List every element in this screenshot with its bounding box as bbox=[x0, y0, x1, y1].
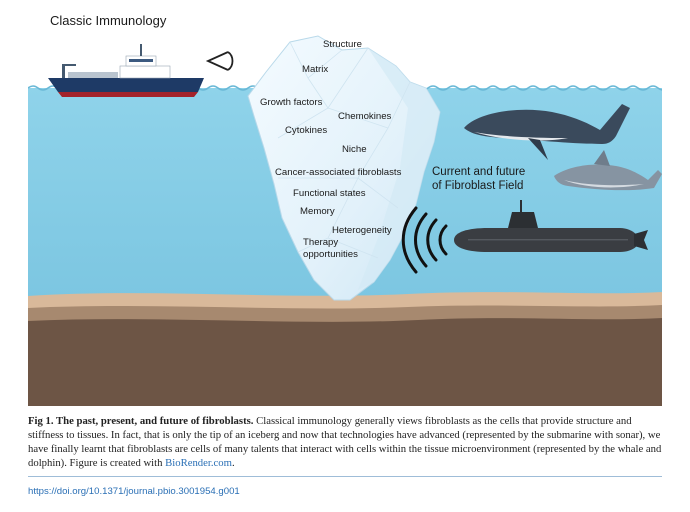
bedrock-layer bbox=[28, 318, 662, 406]
dolphin bbox=[554, 150, 662, 191]
sonar-waves bbox=[401, 206, 448, 274]
label-growth-factors: Growth factors bbox=[260, 97, 323, 108]
label-cafs: Cancer-associated fibroblasts bbox=[275, 167, 402, 178]
label-heterogeneity: Heterogeneity bbox=[332, 225, 392, 236]
ship-crane-arm bbox=[62, 64, 76, 66]
doi-link[interactable]: https://doi.org/10.1371/journal.pbio.300… bbox=[28, 486, 240, 497]
field-label-line1: Current and future bbox=[432, 166, 526, 178]
caption-end: . bbox=[231, 457, 235, 469]
submarine-tail bbox=[634, 230, 648, 250]
label-therapy: Therapy bbox=[303, 237, 339, 248]
submarine bbox=[454, 200, 648, 252]
whale bbox=[464, 104, 630, 160]
illustration bbox=[28, 35, 662, 406]
label-memory: Memory bbox=[300, 206, 335, 217]
field-label-line2: of Fibroblast Field bbox=[432, 180, 524, 192]
figure-caption: Fig 1. The past, present, and future of … bbox=[28, 414, 662, 470]
biorender-link[interactable]: BioRender.com bbox=[165, 457, 232, 469]
submarine-stripe bbox=[468, 239, 628, 241]
figure-title: Classic Immunology bbox=[50, 13, 167, 28]
ship-deck bbox=[119, 65, 171, 79]
whale-body bbox=[464, 104, 630, 144]
ship-mast bbox=[140, 44, 142, 56]
label-chemokines: Chemokines bbox=[338, 111, 392, 122]
label-functional-states: Functional states bbox=[293, 188, 366, 199]
label-structure: Structure bbox=[323, 39, 362, 50]
dolphin-fin bbox=[594, 150, 610, 166]
ship-hull bbox=[48, 78, 204, 92]
iceberg-shading bbox=[358, 48, 440, 290]
dolphin-belly bbox=[564, 180, 644, 188]
ship-hull-bottom bbox=[58, 92, 198, 97]
ship-aft-deck bbox=[68, 72, 118, 78]
caption-text: Classical immunology generally views fib… bbox=[28, 415, 662, 469]
label-niche: Niche bbox=[342, 144, 367, 155]
label-cytokines: Cytokines bbox=[285, 125, 328, 136]
divider bbox=[28, 476, 662, 477]
eye-icon bbox=[205, 51, 234, 71]
label-matrix: Matrix bbox=[302, 64, 329, 75]
whale-belly bbox=[474, 132, 568, 141]
ship bbox=[48, 44, 204, 97]
submarine-sail bbox=[508, 212, 538, 228]
iceberg-facets bbox=[277, 41, 411, 259]
ship-crane bbox=[62, 64, 65, 78]
ship-windows bbox=[129, 59, 153, 62]
figure-panel: Classic Immunology Structure Matrix Grow… bbox=[28, 8, 662, 406]
submarine-periscope bbox=[520, 200, 522, 212]
caption-fig-label: Fig 1. The past, present, and future of … bbox=[28, 415, 254, 427]
whale-fin bbox=[528, 138, 548, 160]
label-opportunities: opportunities bbox=[303, 249, 358, 260]
